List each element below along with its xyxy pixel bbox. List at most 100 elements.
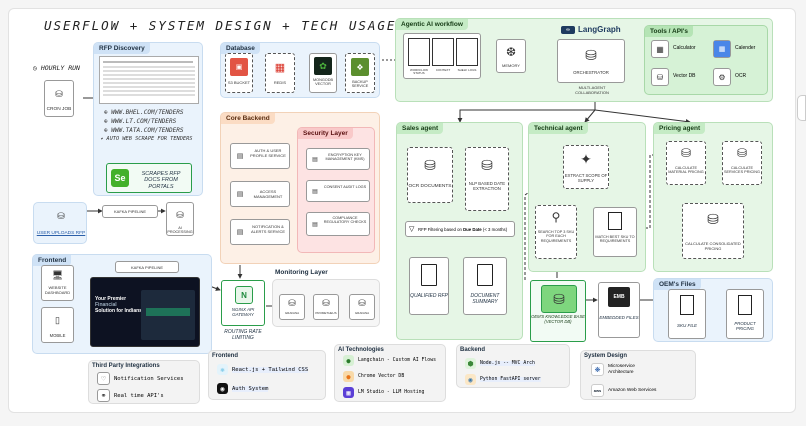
legend-fastapi-text: Python FastAPI server — [480, 377, 541, 382]
legend-react: ⚛React.js + Tailwind CSS — [217, 364, 309, 375]
page-title: USERFLOW + SYSTEM DESIGN + TECH USAGE — [44, 18, 397, 33]
code-window-icon: ▤ — [312, 188, 318, 195]
aws-icon: aws — [591, 384, 604, 397]
auto-scrape-label: ✦ AUTO WEB SCRAPE FOR TENDERS — [100, 136, 193, 142]
context-label: CONTEXT — [435, 68, 451, 72]
kms-card: ▤ ENCRYPTION KEY MANAGEMENT (KMS) — [306, 148, 370, 170]
extract-scope-label: EXTRACT SCOPE OF SUPPLY — [564, 173, 608, 183]
database-panel: Database ▣ S3 BUCKET ▦ REDIS ✿ MONGODB V… — [220, 42, 380, 98]
ai-db-icon: ⛁ — [176, 209, 184, 220]
document-icon — [408, 38, 430, 66]
filter-text: RFP Filtering based on — [418, 227, 464, 232]
database-icon: ⛁ — [55, 88, 63, 99]
nginx-gateway-label: NGINX API GATEWAY — [231, 307, 255, 318]
database-icon: ⛁ — [424, 156, 436, 173]
tender-link-bhel[interactable]: ⊕ WWW.BHEL.COM/TENDERS — [104, 109, 184, 116]
document-icon — [421, 264, 437, 286]
extract-scope-card: ✦ EXTRACT SCOPE OF SUPPLY — [563, 145, 609, 189]
vector-db-glyph: ⛁ — [656, 72, 664, 82]
match-sku-label: MATCH BEST SKU TO REQUIREMENTS — [595, 235, 635, 244]
frontend-title: Frontend — [33, 255, 72, 266]
ocr-documents-label: OCR DOCUMENTS — [408, 184, 452, 189]
code-window-icon: ▤ — [236, 229, 244, 236]
microservice-icon: ❋ — [591, 363, 604, 376]
product-pricing-label: PRODUCT PRICING — [734, 321, 756, 331]
legend-realtime-text: Real time API's — [114, 392, 164, 399]
auth-service-card: ▤ AUTH & USER PROFILE SERVICE — [230, 143, 290, 169]
database-icon: ⛁ — [481, 156, 493, 173]
auto-scrape-text: AUTO WEB SCRAPE FOR TENDERS — [106, 136, 193, 142]
legend-chroma: ●Chrome Vector DB — [343, 371, 404, 382]
notification-service-card: ▤ NOTIFICATION & ALERTS SERVICE — [230, 219, 290, 245]
legend-node-text: Node.js -- MVC Arch — [480, 361, 535, 366]
compliance-card: ▤ COMPLIANCE REGULATORY CHECKS — [306, 212, 370, 236]
database-icon: ⛁ — [707, 210, 719, 227]
sales-agent-title: Sales agent — [397, 123, 444, 134]
mobile-card: ▯ MOBILE — [41, 307, 74, 343]
rfp-filter-card: ▽ RFP Filtering based on Due Date (< 3 m… — [405, 221, 515, 237]
bell-icon: ♡ — [97, 372, 110, 385]
filter-due-date: Due Date — [463, 227, 482, 232]
vector-db-icon: ⛁ — [651, 68, 669, 86]
s3-bucket-icon: ▣ — [230, 58, 248, 76]
document-summary-label: DOCUMENT SUMMARY — [470, 293, 500, 305]
ai-processing-label: AI PROCESSING — [167, 226, 193, 235]
legend-auth-text: Auth System — [232, 385, 269, 392]
grafana-label: GRAFANA — [284, 311, 300, 315]
code-window-icon: ▤ — [236, 191, 244, 198]
shelf-logs-label: SHELF LOGS — [457, 68, 477, 72]
tender-link-text: WWW.TATA.COM/TENDERS — [111, 127, 184, 134]
orchestrator-label: ORCHESTRATOR — [573, 70, 609, 75]
cron-job-card: ⛁ CRON JOB — [44, 80, 74, 117]
hero-line: Financial — [95, 302, 117, 308]
mobile-label: MOBILE — [49, 333, 66, 338]
magnifier-icon: ⚲ — [551, 210, 561, 224]
side-panel-handle[interactable] — [797, 95, 806, 121]
orchestrator-card: ⛁ ORCHESTRATOR — [557, 39, 625, 83]
s3-bucket-card: ▣ S3 BUCKET — [225, 53, 253, 93]
react-icon: ⚛ — [217, 364, 228, 375]
vector-db-label: Vector DB — [673, 73, 696, 79]
compliance-label: COMPLIANCE REGULATORY CHECKS — [323, 216, 367, 225]
sku-file-card: SKU FILE — [668, 289, 706, 339]
legend-auth: ◉Auth System — [217, 383, 269, 394]
search-sku-label: SEARCH TOP 3 SKU FOR EACH REQUIREMENTS — [537, 230, 575, 243]
sparkle-icon: ✦ — [580, 150, 592, 167]
pricing-agent-title: Pricing agent — [654, 123, 706, 134]
portal-row — [103, 61, 193, 63]
frontend-kafka-card: KAFKA PIPELINE — [115, 261, 179, 273]
legend-frontend-title: Frontend — [212, 353, 238, 359]
calendar-icon: ▦ — [713, 40, 731, 58]
tender-link-tata[interactable]: ⊕ WWW.TATA.COM/TENDERS — [104, 127, 184, 134]
chroma-icon: ● — [343, 371, 354, 382]
legend-langchain: ●Langchain - Custom AI Flows — [343, 355, 436, 366]
langgraph-icon: ∞ — [561, 25, 575, 34]
legend-microservice-text: Microservice Architecture — [608, 364, 635, 375]
qualified-rfp-card: QUALIFIED RFP — [409, 257, 449, 315]
upload-db-icon: ⛁ — [57, 210, 65, 221]
document-icon — [738, 295, 752, 315]
consent-logs-label: CONSENT AUDIT LOGS — [323, 185, 367, 189]
document-icon — [432, 38, 454, 66]
tender-link-lt[interactable]: ⊕ WWW.LT.COM/TENDERS — [104, 118, 177, 125]
product-pricing-card: PRODUCT PRICING — [726, 289, 764, 339]
user-uploads-label[interactable]: USER UPLOADS RFP — [36, 231, 86, 236]
legend-system-title: System Design — [584, 353, 628, 359]
memory-card: ❆ MEMORY — [496, 39, 526, 73]
material-pricing-card: ⛁ CALCULATE MATERIAL PRICING — [666, 141, 706, 185]
agentic-workflow-title: Agentic AI workflow — [396, 19, 468, 30]
monitoring-panel: Monitoring Layer ⛁ GRAFANA ⛁ PROMETHEUS … — [272, 269, 380, 327]
consent-logs-card: ▤ CONSENT AUDIT LOGS — [306, 180, 370, 202]
agentic-workflow-panel: Agentic AI workflow WORKFLOW STATUS CONT… — [395, 18, 773, 102]
kafka-pipeline-card: KAFKA PIPELINE — [102, 205, 158, 218]
portal-row — [103, 78, 195, 80]
pricing-agent-panel: Pricing agent ⛁ CALCULATE MATERIAL PRICI… — [653, 122, 773, 272]
ocr-documents-card: ⛁ OCR DOCUMENTS — [407, 147, 453, 203]
document-icon — [477, 264, 493, 286]
redis-label: REDIS — [273, 80, 287, 85]
monitor-icon: 🖥 — [51, 269, 64, 280]
core-backend-panel: Core Backend ▤ AUTH & USER PROFILE SERVI… — [220, 112, 380, 264]
technical-agent-title: Technical agent — [529, 123, 588, 134]
frontend-panel: Frontend 🖥 WEBSITE DASHBOARD ▯ MOBILE KA… — [32, 254, 212, 354]
